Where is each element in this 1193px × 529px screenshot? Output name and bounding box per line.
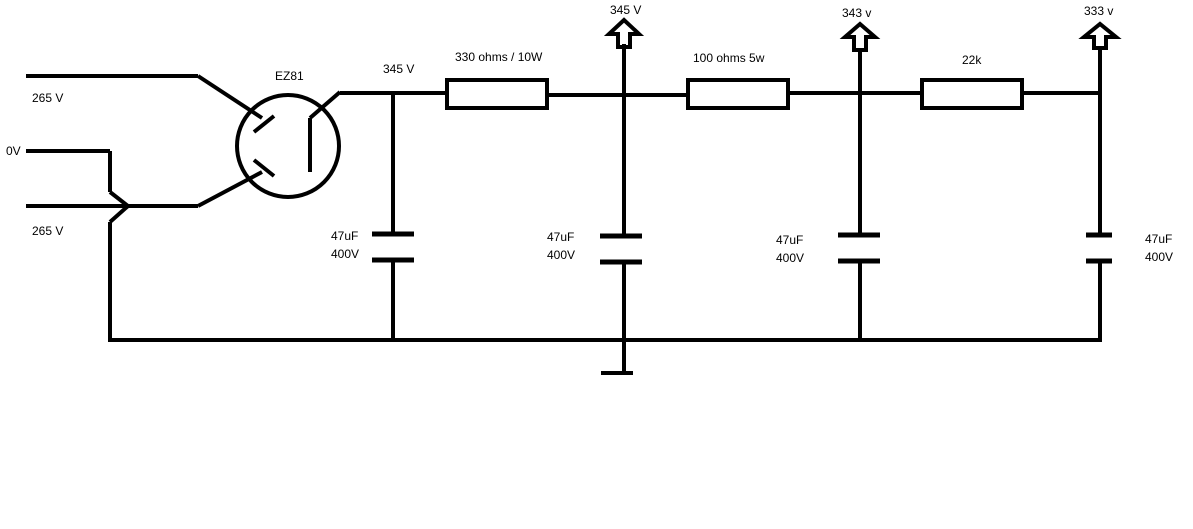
node2-voltage-label: 345 V — [610, 3, 641, 17]
resistor-22k — [920, 78, 1024, 110]
node3-voltage-label: 343 v — [842, 6, 871, 20]
capacitor-1-capacitance: 47uF — [331, 229, 358, 243]
ground-rail — [108, 338, 1102, 375]
resistor-2-label: 100 ohms 5w — [693, 51, 765, 65]
resistor-3-label: 22k — [962, 53, 982, 67]
capacitor-2 — [600, 95, 642, 372]
rectifier-label: EZ81 — [275, 69, 304, 83]
capacitor-1-voltage: 400V — [331, 247, 359, 261]
b-plus-rail — [340, 78, 1100, 110]
capacitor-2-capacitance: 47uF — [547, 230, 574, 244]
input-bottom-label: 265 V — [32, 224, 63, 238]
capacitor-4-capacitance: 47uF — [1145, 232, 1172, 246]
output-arrow-345v — [603, 17, 645, 95]
capacitor-3-voltage: 400V — [776, 251, 804, 265]
output-arrow-343v — [839, 21, 881, 93]
ez81-rectifier-tube — [235, 90, 342, 199]
capacitor-2-voltage: 400V — [547, 248, 575, 262]
output-arrow-333v — [1078, 21, 1122, 93]
node4-voltage-label: 333 v — [1084, 4, 1113, 18]
input-leads — [26, 74, 264, 340]
labels: 265 V 0V 265 V EZ81 345 V 345 V 343 v 33… — [6, 3, 1173, 265]
resistor-1-label: 330 ohms / 10W — [455, 50, 543, 64]
resistor-330-ohm — [445, 78, 549, 110]
capacitor-4-voltage: 400V — [1145, 250, 1173, 264]
input-center-label: 0V — [6, 144, 21, 158]
node1-voltage-label: 345 V — [383, 62, 414, 76]
capacitor-1 — [372, 93, 414, 340]
resistor-100-ohm — [686, 78, 790, 110]
capacitor-4 — [1086, 93, 1112, 340]
capacitor-3 — [838, 93, 880, 340]
capacitor-3-capacitance: 47uF — [776, 233, 803, 247]
output-arrows — [603, 17, 1122, 95]
input-top-label: 265 V — [32, 91, 63, 105]
